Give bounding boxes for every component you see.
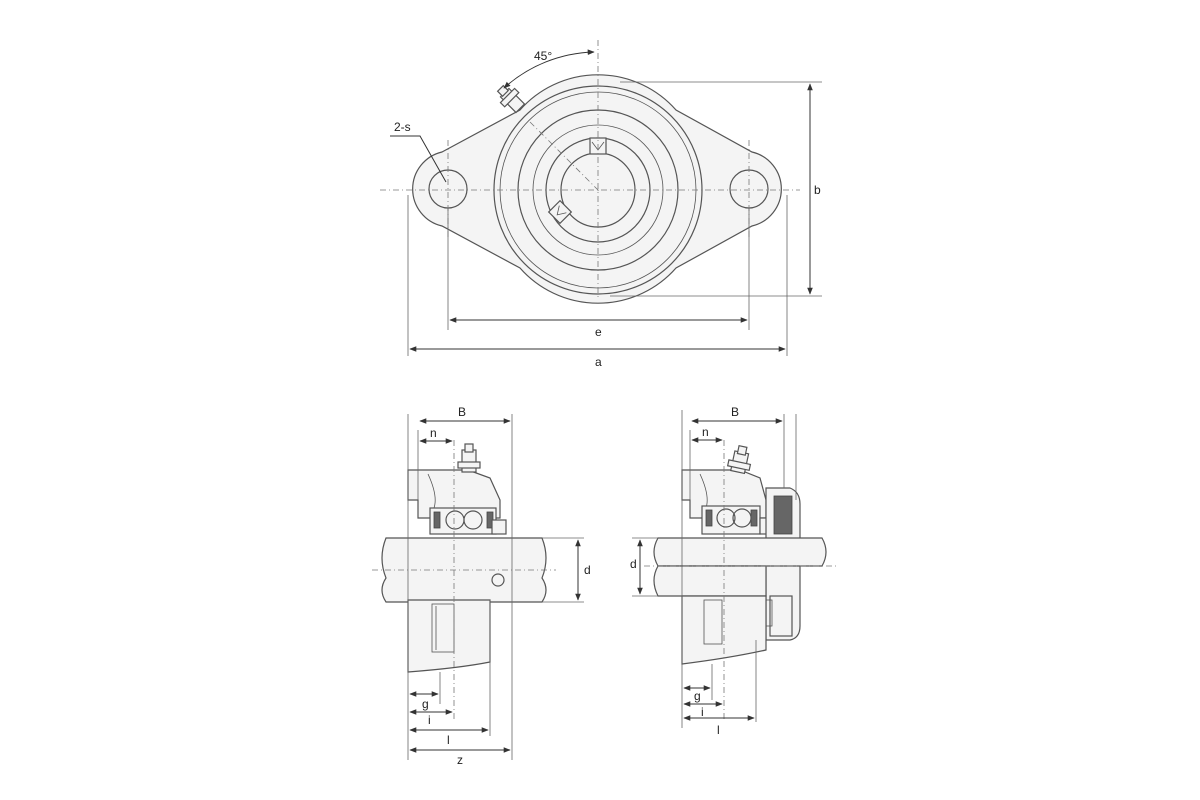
lube-hole (491, 573, 505, 587)
side-view-left: B n d g i l z (372, 405, 591, 767)
grease-nipple (457, 443, 481, 473)
dim-l-label: l (447, 733, 450, 747)
side-view-right: B n d g i l (630, 405, 836, 737)
dim-i-label: i (701, 705, 704, 719)
dim-b-label: b (814, 183, 821, 197)
bolt-label: 2-s (394, 120, 411, 134)
dim-g-label: g (422, 697, 429, 711)
top-view: 45° 2-s b e a (380, 40, 822, 369)
dim-d-label: d (630, 557, 637, 571)
set-screw-side (547, 199, 573, 225)
dim-n-label: n (430, 426, 437, 440)
dim-g-label: g (694, 689, 701, 703)
grease-nipple (726, 444, 752, 475)
dim-z-label: z (457, 753, 463, 767)
shaft (653, 537, 827, 567)
set-screw (491, 519, 507, 535)
bearing-insert (429, 507, 497, 535)
dim-B-label: B (731, 405, 739, 419)
dim-n-label: n (702, 425, 709, 439)
dim-B-label: B (458, 405, 466, 419)
housing-lower (681, 595, 767, 665)
dim-a-label: a (595, 355, 602, 369)
dim-e-label: e (595, 325, 602, 339)
dim-i-label: i (428, 713, 431, 727)
dim-l-label: l (717, 723, 720, 737)
dim-d-label: d (584, 563, 591, 577)
angle-arc (503, 49, 595, 89)
bolt-leader (390, 135, 447, 183)
angle-label: 45° (534, 49, 552, 63)
housing-lower (407, 599, 491, 673)
